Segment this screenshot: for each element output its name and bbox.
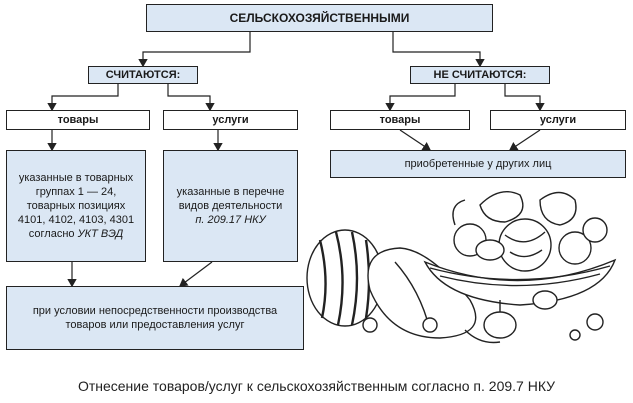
goods-desc-line: 4101, 4102, 4103, 4301	[17, 214, 135, 226]
figure-caption: Отнесение товаров/услуг к сельскохозяйст…	[77, 378, 556, 394]
services-description-box: указанные в перечне видов деятельности п…	[163, 150, 298, 262]
arrow-left-to-goods	[47, 84, 119, 112]
arrow-right-to-goods	[385, 84, 456, 112]
onion-icon	[483, 311, 517, 339]
purchased-box: приобретенные у других лиц	[330, 150, 626, 178]
not-considered-heading-text: НЕ СЧИТАЮТСЯ:	[433, 69, 527, 81]
goods-desc-last-line: согласно УКТ ВЭД	[29, 227, 123, 241]
goods-desc-prefix: согласно	[28, 228, 78, 240]
right-services-label: услуги	[539, 114, 577, 126]
left-goods-box: товары	[6, 110, 150, 130]
arrow-title-to-right	[392, 32, 485, 68]
condition-line: товаров или предоставления услуг	[65, 319, 245, 331]
arrow-title-to-left	[138, 32, 251, 68]
goods-desc-reference: УКТ ВЭД	[77, 228, 124, 240]
left-services-box: услуги	[163, 110, 298, 130]
goods-desc-line: указанные в товарных	[18, 172, 134, 184]
condition-box: при условии непосредственности производс…	[6, 286, 304, 350]
cabbage-icon	[498, 218, 552, 272]
fruit-and-vegetables-illustration	[306, 191, 617, 344]
considered-heading: СЧИТАЮТСЯ:	[88, 66, 198, 84]
considered-heading-text: СЧИТАЮТСЯ:	[105, 69, 181, 81]
services-desc-line: видов деятельности	[178, 200, 283, 212]
title-box: СЕЛЬСКОХОЗЯЙСТВЕННЫМИ	[146, 4, 493, 32]
services-desc-reference: п. 209.17 НКУ	[195, 214, 266, 226]
title-text: СЕЛЬСКОХОЗЯЙСТВЕННЫМИ	[229, 11, 410, 25]
squash-icon	[367, 247, 477, 339]
arrow-right-to-services	[504, 84, 545, 112]
goods-desc-line: товарных позициях	[26, 200, 126, 212]
right-goods-box: товары	[330, 110, 470, 130]
left-goods-label: товары	[57, 114, 99, 126]
services-desc-line: указанные в перечне	[176, 186, 285, 198]
arrow-sdesc-to-condition	[179, 261, 213, 287]
goods-description-box: указанные в товарных группах 1 — 24, тов…	[6, 150, 146, 262]
right-goods-label: товары	[379, 114, 421, 126]
not-considered-heading: НЕ СЧИТАЮТСЯ:	[410, 66, 550, 84]
goods-desc-line: группах 1 — 24,	[35, 186, 117, 198]
arrow-rgoods-to-purchased	[399, 129, 431, 151]
purchased-label: приобретенные у других лиц	[404, 158, 552, 170]
left-services-label: услуги	[212, 114, 249, 126]
arrow-left-to-services	[167, 84, 215, 112]
arrow-rservices-to-purchased	[509, 129, 541, 151]
condition-line: при условии непосредственности производс…	[32, 305, 278, 317]
basket-icon	[423, 258, 617, 306]
right-services-box: услуги	[490, 110, 626, 130]
